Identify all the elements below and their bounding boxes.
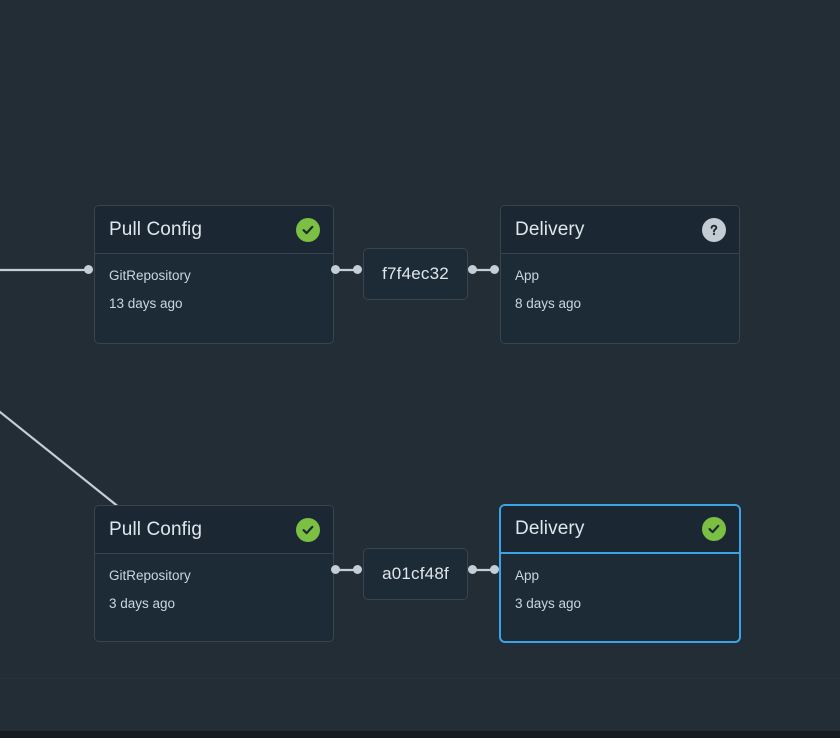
node-body: App 3 days ago: [501, 554, 739, 613]
node-pull-config-bottom[interactable]: Pull Config GitRepository 3 days ago: [94, 505, 334, 642]
revision-node-bottom[interactable]: a01cf48f: [363, 548, 468, 600]
node-title: Pull Config: [109, 218, 202, 240]
node-kind: GitRepository: [109, 268, 191, 283]
node-delivery-bottom[interactable]: Delivery App 3 days ago: [499, 504, 741, 643]
node-title: Delivery: [515, 218, 585, 240]
node-title: Pull Config: [109, 518, 202, 540]
handle-out-pull-config-bottom[interactable]: [331, 565, 340, 574]
check-circle-icon: [296, 217, 320, 242]
bottom-bar: [0, 731, 840, 738]
node-pull-config-top[interactable]: Pull Config GitRepository 13 days ago: [94, 205, 334, 344]
node-body: GitRepository 3 days ago: [95, 554, 333, 613]
node-kind: GitRepository: [109, 568, 191, 583]
handle-out-pull-config-top[interactable]: [331, 265, 340, 274]
handle-out-revision-top[interactable]: [468, 265, 477, 274]
revision-label: f7f4ec32: [382, 264, 449, 283]
node-kind: App: [515, 268, 540, 283]
handle-in-delivery-bottom[interactable]: [490, 565, 499, 574]
node-header: Delivery: [501, 506, 739, 554]
question-circle-icon: [702, 217, 726, 242]
node-age: 3 days ago: [109, 596, 176, 611]
handle-in-delivery-top[interactable]: [490, 265, 499, 274]
node-age: 3 days ago: [515, 596, 582, 611]
revision-node-top[interactable]: f7f4ec32: [363, 248, 468, 300]
node-age: 13 days ago: [109, 296, 183, 311]
node-body: App 8 days ago: [501, 254, 739, 313]
node-title: Delivery: [515, 518, 585, 539]
check-circle-icon: [296, 517, 320, 542]
handle-in-pull-config-top[interactable]: [84, 265, 93, 274]
node-header: Pull Config: [95, 206, 333, 254]
node-header: Delivery: [501, 206, 739, 254]
check-circle-icon: [702, 517, 726, 541]
handle-out-revision-bottom[interactable]: [468, 565, 477, 574]
handle-in-revision-top[interactable]: [353, 265, 362, 274]
edge-incoming-bottom: [0, 410, 121, 509]
node-age: 8 days ago: [515, 296, 582, 311]
panel-divider: [0, 678, 840, 679]
node-delivery-top[interactable]: Delivery App 8 days ago: [500, 205, 740, 344]
node-kind: App: [515, 568, 540, 583]
handle-in-revision-bottom[interactable]: [353, 565, 362, 574]
node-body: GitRepository 13 days ago: [95, 254, 333, 313]
node-header: Pull Config: [95, 506, 333, 554]
revision-label: a01cf48f: [382, 564, 449, 583]
